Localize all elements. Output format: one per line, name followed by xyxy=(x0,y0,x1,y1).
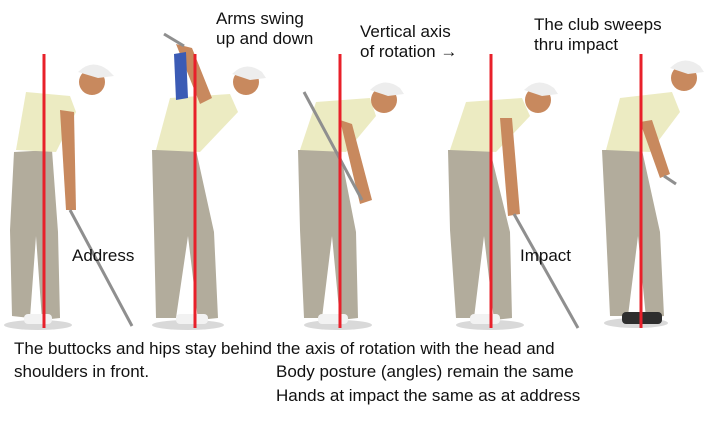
caption-line-1: The buttocks and hips stay behind the ax… xyxy=(14,339,555,358)
label-club-sweeps: The club sweeps thru impact xyxy=(534,15,662,54)
label-arms-swing: Arms swing up and down xyxy=(216,9,314,48)
label-vertical-axis: Vertical axis of rotation → xyxy=(360,22,458,61)
golfer-impact xyxy=(448,82,580,330)
golfer-downswing xyxy=(298,82,404,330)
caption-line-3: Body posture (angles) remain the same xyxy=(276,362,574,381)
caption-line-4: Hands at impact the same as at address xyxy=(276,386,581,405)
golfer-follow-through xyxy=(602,60,704,328)
label-address: Address xyxy=(72,246,135,265)
golfer-backswing xyxy=(152,32,266,330)
golfer-address xyxy=(4,64,134,330)
golfer-sequence-photo xyxy=(4,32,704,330)
label-impact: Impact xyxy=(520,246,572,265)
caption-line-2: shoulders in front. xyxy=(14,362,150,381)
